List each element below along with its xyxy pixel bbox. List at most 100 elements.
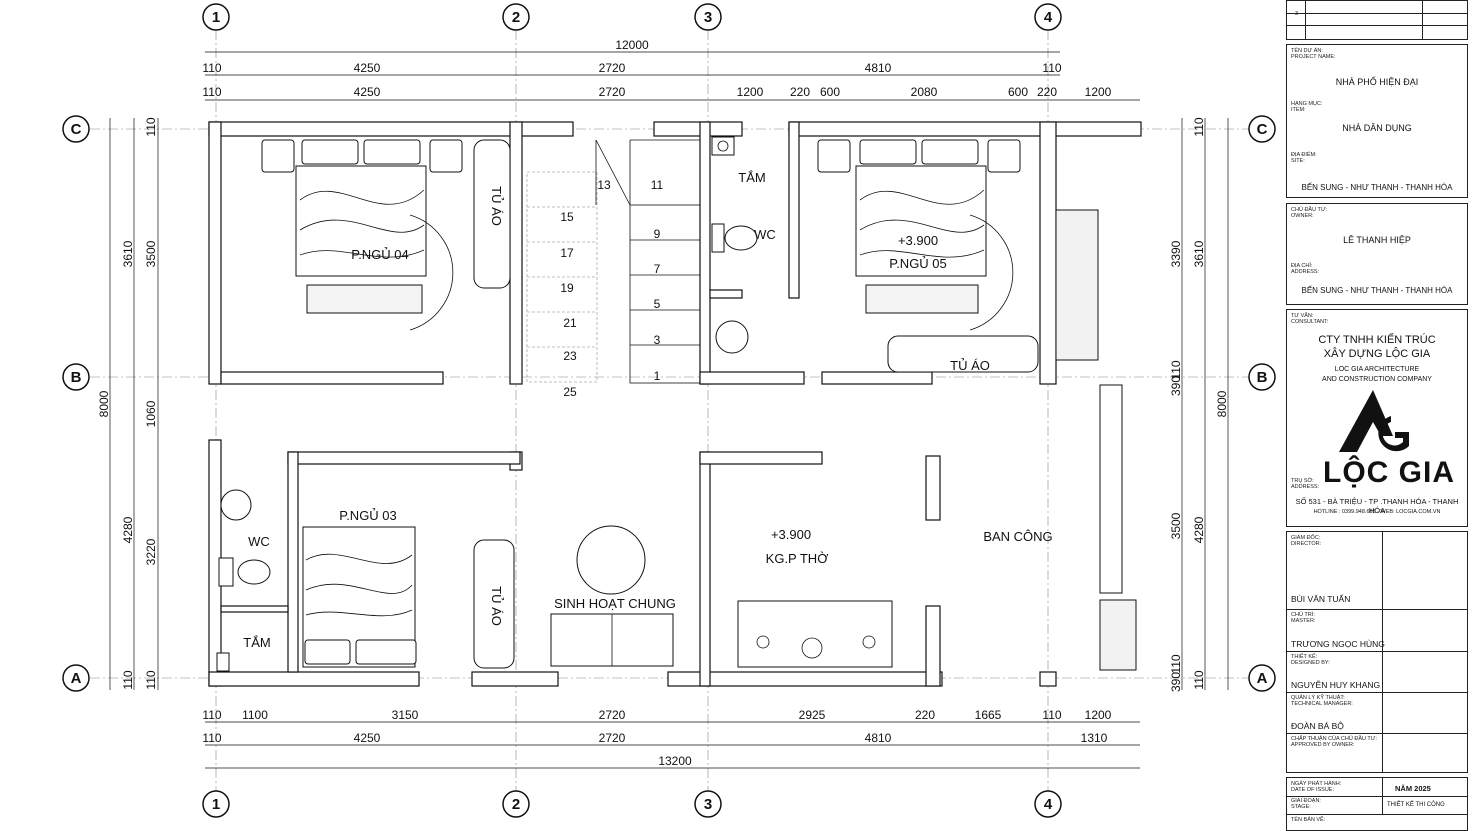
room-label-balcony: BAN CÔNG [983,529,1052,544]
approve-label-vi: CHẤP THUẬN CỦA CHỦ ĐẦU TƯ: [1291,736,1377,742]
grid-bubble-c-right: C [1248,115,1276,143]
dim-label: 1200 [1085,708,1112,722]
dim-label: 110 [202,85,221,99]
item-label-vi: HẠNG MỤC: [1291,101,1323,107]
dim-label: 1200 [737,85,764,99]
dim-label: 4810 [865,61,892,75]
floor-plan-drawing: 1 2 3 4 1 2 3 4 C B A C [62,3,1276,818]
address-label-vi: ĐỊA CHỈ: [1291,263,1313,269]
office-address: SỐ 531 - BÀ TRIỆU - TP .THANH HÓA - THAN… [1295,497,1459,515]
bottom-dimensions: 110 1100 3150 2720 2925 220 1665 110 120… [202,708,1140,769]
wc-label: WC [248,534,270,549]
stair-step-label: 19 [560,281,574,295]
dim-label: 110 [1042,61,1061,75]
date-label-en: DATE OF ISSUE: [1291,787,1334,793]
address-label-en: ADDRESS: [1291,269,1320,275]
stair-step-label: 23 [563,349,577,363]
personnel-info: GIÁM ĐỐC: DIRECTOR: BÙI VĂN TUẤN CHỦ TRÌ… [1286,531,1468,773]
dim-label: 220 [915,708,935,722]
dim-label: 1200 [1085,85,1112,99]
office-label-en: ADDRESS: [1291,484,1320,490]
dim-label: 2720 [599,85,626,99]
owner-name: LÊ THANH HIỆP [1343,235,1411,245]
stage-label-en: STAGE: [1291,804,1311,810]
grid-bubble-a-right: A [1248,664,1276,692]
bed-05: +3.900 P.NGỦ 05 TỦ ÁO [817,139,1039,373]
grid-label: 3 [704,9,712,26]
lower-wc: WC TẮM [216,489,271,672]
grid-bubble-4-top: 4 [1034,3,1062,31]
grid-label: B [1257,369,1268,386]
item-label-en: ITEM: [1291,107,1306,113]
dim-bottom-total: 13200 [658,754,692,768]
dim-label: 3500 [1169,512,1183,539]
site-name: BẾN SUNG - NHƯ THANH - THANH HÓA [1301,183,1453,192]
grid-bubble-a-left: A [62,664,90,692]
dim-label: 110 [144,117,158,136]
project-info: TÊN DỰ ÁN: PROJECT NAME: NHÀ PHỐ HIỆN ĐẠ… [1286,44,1468,198]
tech-label-vi: QUẢN LÝ KỸ THUẬT: [1291,695,1345,701]
consultant-label-vi: TƯ VẤN: [1291,313,1314,319]
stage-name: THIẾT KẾ THI CÔNG [1387,802,1445,808]
stair-step-label: 9 [654,227,661,241]
stair-step-label: 5 [654,297,661,311]
consultant-info: TƯ VẤN: CONSULTANT: CTY TNHH KIẾN TRÚC X… [1286,309,1468,527]
dim-label: 390 [1169,672,1183,692]
dim-label: 2925 [799,708,826,722]
left-dimensions: 8000 3610 4280 3500 1060 3220 110 110 11… [97,117,159,690]
dim-label: 1665 [975,708,1002,722]
dim-label: 8000 [97,390,111,417]
stair-step-label: 7 [654,262,661,276]
wardrobe-label: TỦ ÁO [950,358,990,373]
brand-name: LỘC GIA [1323,456,1455,489]
stair-step-label: 1 [654,369,661,383]
dim-label: 3610 [1192,240,1206,267]
master-label-vi: CHỦ TRÌ: [1291,612,1315,618]
owner-info: CHỦ ĐẦU TƯ: OWNER: LÊ THANH HIỆP ĐỊA CHỈ… [1286,203,1468,305]
designer-name: NGUYỄN HUY KHANG [1291,680,1381,690]
grid-label: A [71,670,82,687]
staircase: 13 11 15 9 17 7 19 5 21 3 23 1 25 [526,139,701,399]
dim-label: 110 [144,670,158,689]
dim-top-total: 12000 [615,38,649,52]
company-vi-line2: XÂY DỰNG LỘC GIA [1323,348,1431,360]
dim-label: 4280 [121,516,135,543]
living-area: SINH HOẠT CHUNG [550,525,676,667]
level-mark-worship: +3.900 [771,527,811,542]
grid-label: 2 [512,9,520,26]
dim-label: 110 [202,708,221,722]
stage-label-vi: GIAI ĐOẠN: [1291,798,1321,804]
dim-label: 110 [202,731,221,745]
designer-label-vi: THIẾT KẾ: [1291,654,1318,660]
master-name: TRƯƠNG NGỌC HÙNG [1291,639,1385,649]
right-dimensions: 8000 3610 4280 3390 3500 110 390 110 110… [1169,117,1229,692]
level-mark-05: +3.900 [898,233,938,248]
consultant-label-en: CONSULTANT: [1291,319,1329,325]
dim-label: 3390 [1169,240,1183,267]
drawing-label-vi: TÊN BẢN VẼ: [1291,817,1326,823]
dim-label: 3220 [144,538,158,565]
office-label-vi: TRỤ SỞ: [1291,478,1314,484]
dim-label: 1310 [1081,731,1108,745]
grid-label: C [1257,121,1268,138]
dim-label: 2080 [911,85,938,99]
grid-bubble-2-bottom: 2 [502,790,530,818]
company-en-line1: LOC GIA ARCHITECTURE [1334,366,1420,373]
dim-label: 220 [790,85,810,99]
stair-step-label: 25 [563,385,577,399]
dim-label: 3610 [121,240,135,267]
tech-name: ĐOÀN BÁ BỘ [1291,721,1344,731]
master-label-en: MASTER: [1291,618,1316,624]
grid-bubble-1-top: 1 [202,3,230,31]
room-label-bed04: P.NGỦ 04 [351,247,409,262]
room-label-living: SINH HOẠT CHUNG [554,596,676,611]
grid-label: 3 [704,796,712,813]
stair-step-label: 21 [563,316,577,330]
dim-label: 2720 [599,708,626,722]
project-label-vi: TÊN DỰ ÁN: [1291,48,1323,54]
grid-label: B [71,369,82,386]
revision-table: 3 [1286,0,1468,40]
dim-label: 2720 [599,61,626,75]
grid-label: 4 [1044,9,1053,26]
dim-label: 3150 [392,708,419,722]
